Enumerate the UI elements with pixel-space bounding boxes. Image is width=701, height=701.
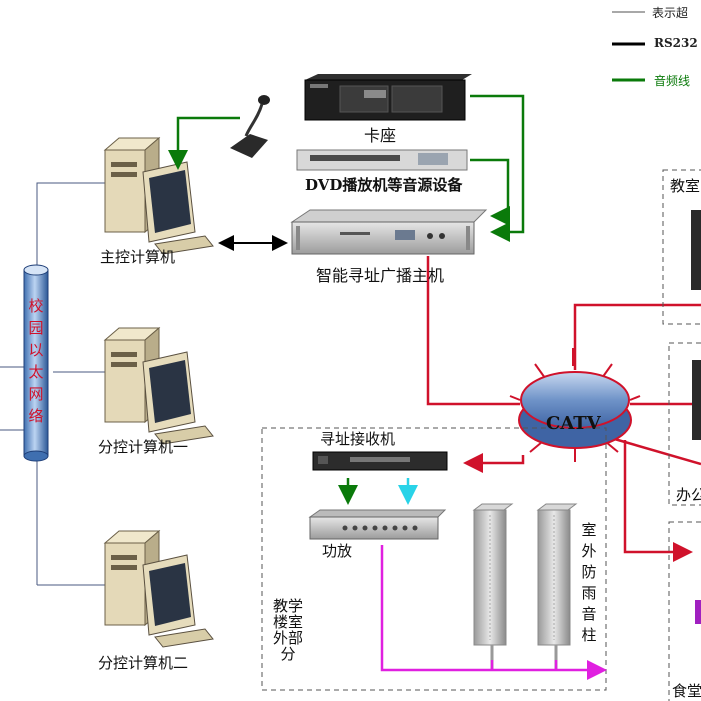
broadcast-host-label: 智能寻址广播主机 [316, 266, 445, 285]
column-speaker-1-icon [472, 503, 514, 670]
legend-label-audio: 音频线 [654, 74, 691, 88]
dvd-player-icon [296, 149, 468, 171]
ethernet-links [0, 182, 105, 586]
office-zone-label: 办公 [676, 486, 701, 504]
office-speaker-icon [692, 360, 701, 440]
outdoor-part-label: 教学 楼室 外部 分 [272, 597, 304, 663]
legend-label-rs232: RS232 [654, 36, 698, 50]
amplifier-label: 功放 [322, 542, 353, 560]
computer-main-icon [103, 136, 214, 255]
receiver-icon [312, 451, 448, 471]
dvd-player-label: DVD播放机等音源设备 [305, 176, 463, 194]
canteen-device-icon [695, 600, 701, 624]
audio-lines [168, 94, 525, 242]
campus-ethernet-label: 校 园 以 太 网 络 [28, 297, 44, 425]
amplifier-icon [308, 509, 447, 540]
speaker-wiring [380, 545, 607, 680]
legend-label-grey: 表示超 [652, 6, 689, 20]
microphone-icon [230, 95, 270, 158]
canteen-zone-label: 食堂 [672, 682, 701, 700]
computer-sub1-icon [103, 326, 214, 445]
main-computer-label: 主控计算机 [100, 248, 176, 266]
catv-hub-icon [509, 348, 641, 462]
sub-computer-1-label: 分控计算机一 [98, 438, 189, 456]
classroom-speaker-icon [691, 210, 701, 290]
column-speaker-2-icon [536, 503, 578, 670]
catv-lines [426, 256, 701, 562]
rain-speaker-label: 室 外 防 雨 音 柱 [581, 521, 597, 644]
computer-sub2-icon [103, 529, 214, 648]
legend [612, 11, 645, 82]
receiver-label: 寻址接收机 [320, 430, 396, 448]
cassette-deck-label: 卡座 [364, 126, 397, 145]
campus-ethernet-pipe [23, 264, 49, 462]
broadcast-host-icon [290, 209, 488, 255]
cassette-deck-icon [304, 74, 472, 121]
catv-label: CATV [546, 413, 601, 434]
classroom-zone-label: 教室 [670, 177, 701, 195]
zone-boxes [261, 169, 701, 701]
sub-computer-2-label: 分控计算机二 [98, 654, 189, 672]
